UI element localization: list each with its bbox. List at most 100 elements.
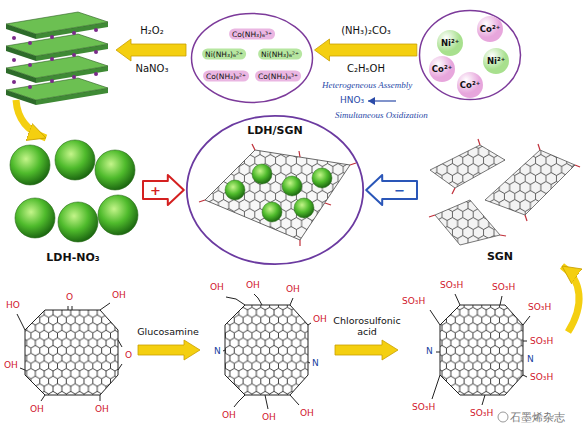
curved-arrow xyxy=(562,266,579,332)
ldh-platelet-stack xyxy=(12,28,98,89)
reaction-arrow xyxy=(116,39,186,61)
composite-sheet xyxy=(252,144,255,150)
sgn-sheets xyxy=(500,235,506,236)
functional-group: N xyxy=(527,354,534,365)
ldh-platelet-stack xyxy=(28,41,32,45)
sgn-sheets xyxy=(485,150,575,215)
ldh-platelet-stack xyxy=(6,34,108,56)
hollow-arrow xyxy=(366,175,417,205)
functional-group: SO₃H xyxy=(470,408,493,419)
ellipse-outline xyxy=(187,116,363,264)
reagent-label: NaNO₃ xyxy=(136,63,169,75)
curved-arrow xyxy=(562,266,579,332)
sgn-sheets xyxy=(538,144,540,150)
sgn-sheets xyxy=(429,139,580,245)
sulfonated-structure xyxy=(430,294,530,405)
glucosamine-structure xyxy=(223,350,225,351)
functional-group: OH xyxy=(300,408,314,419)
functional-group: SO₃H xyxy=(492,282,515,293)
composite-sheet xyxy=(350,163,356,165)
composite-sheet xyxy=(282,176,302,196)
functional-group: O xyxy=(125,350,132,361)
reagent-label: H₂O₂ xyxy=(140,25,163,37)
ldh-platelet-stack xyxy=(94,50,98,54)
composite-sheet xyxy=(252,164,272,184)
node-text: Co(NH₃)₆³⁺ xyxy=(255,71,301,82)
glucosamine-structure xyxy=(290,298,293,305)
sgn-sheets xyxy=(452,188,455,194)
reagent-label: Heterogeneous Assembly xyxy=(322,80,412,91)
sgn-sheets xyxy=(575,165,580,167)
glucosamine-structure xyxy=(308,362,310,363)
reagent-label: HNO₃ xyxy=(340,95,364,106)
glucosamine-structure xyxy=(308,323,311,325)
glucosamine-structure xyxy=(225,305,308,395)
node-text: Ni(NH₃)₆²⁺ xyxy=(258,49,302,60)
functional-group: SO₃H xyxy=(402,296,425,307)
ldh-platelet-stack xyxy=(50,35,54,39)
functional-group: OH xyxy=(313,314,327,325)
composite-sheet xyxy=(205,150,350,240)
ldh-spheres xyxy=(15,198,55,238)
node-text: Ni(NH₃)₆²⁺ xyxy=(202,49,246,60)
reagent-label: Simultaneous Oxidization xyxy=(335,110,428,121)
reaction-arrow xyxy=(138,340,200,360)
graphene-oxide-structure xyxy=(100,395,101,401)
graphene-oxide-structure xyxy=(20,368,25,370)
composite-sheet xyxy=(199,144,356,246)
sgn-group: SGN xyxy=(420,135,580,263)
composite-ellipse: LDH/SGN xyxy=(185,114,365,266)
functional-group: OH xyxy=(286,284,300,295)
functional-group: OH xyxy=(4,360,18,371)
composite-sheet xyxy=(262,202,282,222)
glucosamine-structure xyxy=(265,395,268,409)
graphene-oxide-structure xyxy=(100,303,110,310)
sgn-sheets xyxy=(429,139,580,236)
ldh-platelet-stack xyxy=(94,28,98,32)
sulfonated-structure xyxy=(432,375,440,399)
sgn-sheets xyxy=(435,200,500,245)
ldh-platelet-stack xyxy=(6,12,108,39)
sulfonated-structure xyxy=(523,375,527,377)
functional-group: OH xyxy=(262,412,276,423)
ion-circle: Co²⁺Ni²⁺Ni²⁺Co²⁺Co²⁺ xyxy=(418,9,522,101)
sgn-sheets xyxy=(478,139,480,145)
sulfonated-structure xyxy=(455,294,460,305)
graphene-oxide-structure xyxy=(118,364,122,370)
charge-sign: + xyxy=(150,184,161,197)
ldh-spheres xyxy=(55,140,95,180)
ldh-platelet-stack xyxy=(12,58,16,62)
node-text: Ni²⁺ xyxy=(483,48,509,74)
ldh-spheres xyxy=(95,150,135,190)
glucosamine-structure xyxy=(254,294,262,305)
node-text: Co²⁺ xyxy=(477,16,503,42)
ldh-platelet-stack xyxy=(50,79,54,83)
functional-group: N xyxy=(312,358,319,369)
functional-group: SO₃H xyxy=(530,336,553,347)
ldh-platelet-stack xyxy=(72,53,76,57)
glucosamine-structure xyxy=(223,294,311,409)
ldh-platelet-stack xyxy=(12,80,16,84)
ldh-group: LDH-NO₃ xyxy=(6,138,140,264)
sgn-sheets xyxy=(435,200,500,245)
sulfonated-structure xyxy=(482,395,485,405)
reagent-label: (NH₃)₂CO₃ xyxy=(341,25,391,37)
sgn-sheets xyxy=(485,150,575,215)
glucosamine-structure xyxy=(226,297,245,305)
complex-ellipse: Co(NH₃)₆³⁺Ni(NH₃)₆²⁺Ni(NH₃)₆²⁺Co(NH₃)₆²⁺… xyxy=(190,12,314,104)
composite-sheet xyxy=(299,240,300,246)
graphene-oxide-structure xyxy=(17,314,25,330)
charge-sign: − xyxy=(394,184,405,197)
hollow-arrow xyxy=(143,175,184,205)
watermark-icon xyxy=(498,412,508,422)
reaction-arrow xyxy=(138,340,200,360)
node-text: LDH/SGN xyxy=(185,124,365,137)
ldh-platelet-stack xyxy=(6,78,108,100)
annotation-arrow xyxy=(368,100,396,101)
functional-group: N xyxy=(214,346,221,357)
node-text: Ni²⁺ xyxy=(437,30,463,56)
node-text: Co²⁺ xyxy=(429,56,455,82)
ldh-platelet-stack xyxy=(6,78,108,105)
